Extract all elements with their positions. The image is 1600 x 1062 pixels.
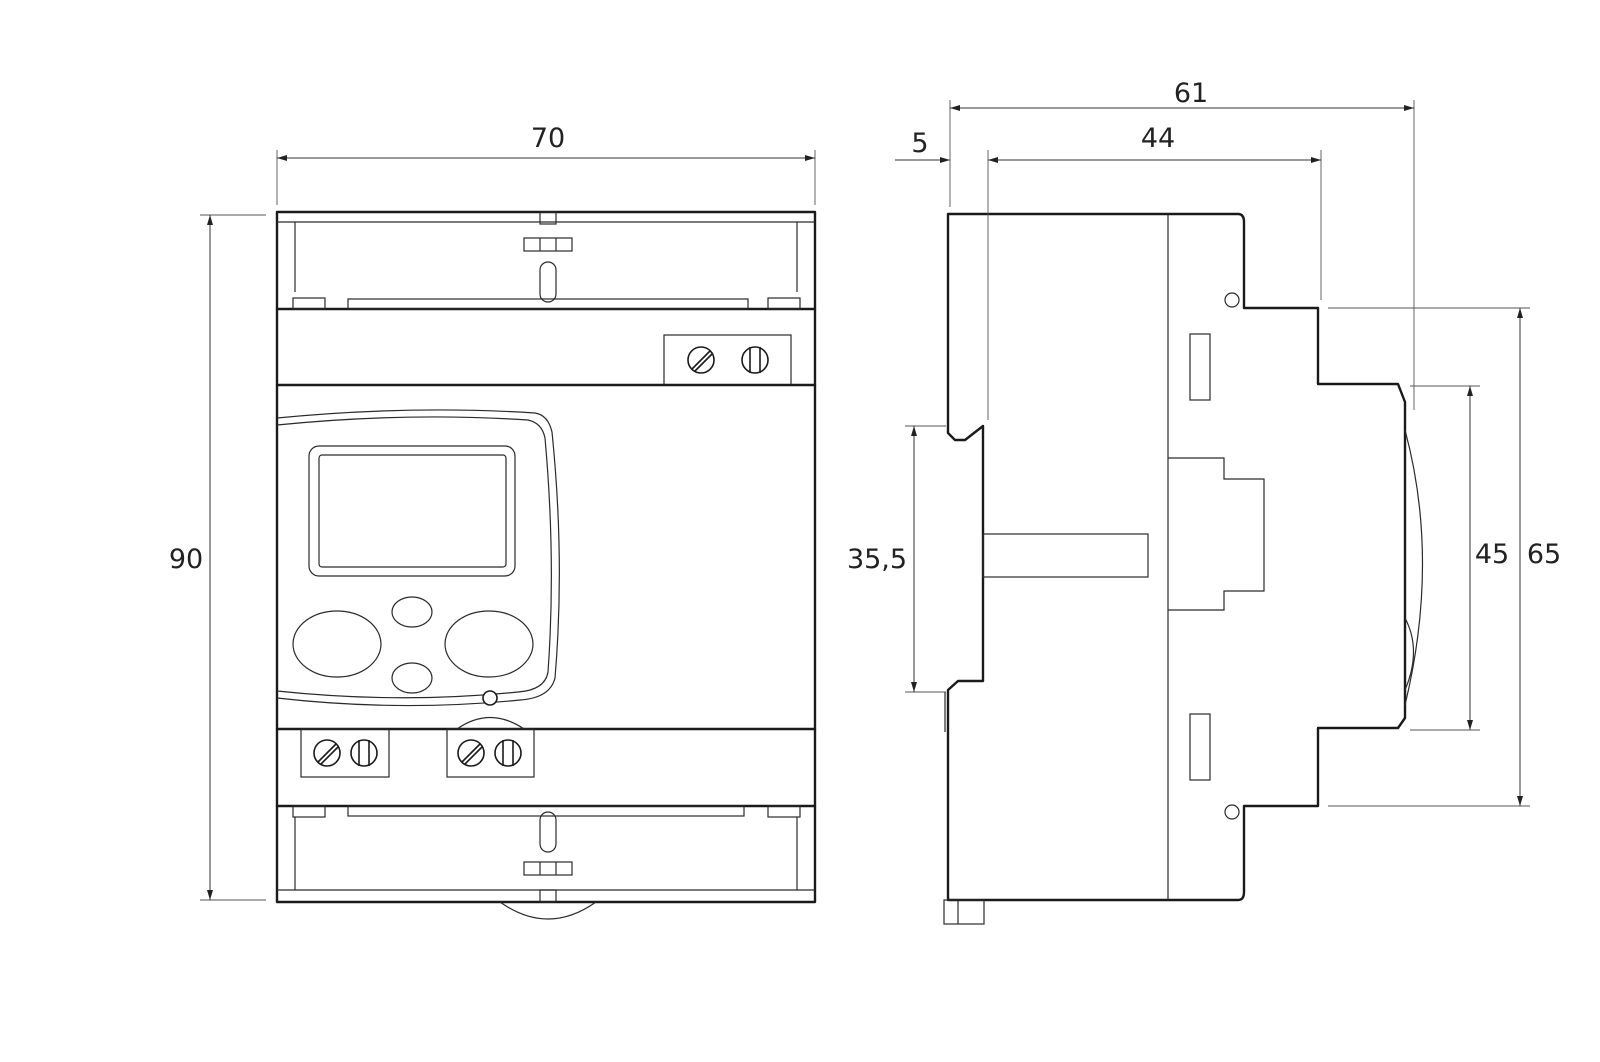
left-button [292, 610, 382, 678]
screw-icon [687, 346, 715, 374]
up-button [391, 596, 433, 628]
dim-label-front-height: 90 [169, 544, 203, 575]
down-button [391, 662, 433, 694]
dim-label-rail-height: 35,5 [847, 544, 907, 575]
screw-icon [350, 739, 378, 767]
right-button [444, 610, 534, 678]
display-screen [318, 454, 507, 568]
seal-hole-icon [482, 690, 498, 706]
dim-label-body-depth: 44 [1141, 123, 1175, 154]
front-view [275, 210, 817, 920]
dim-label-front-width: 70 [531, 123, 565, 154]
dim-label-face-height: 45 [1475, 539, 1509, 570]
dim-label-offset: 5 [911, 128, 928, 159]
side-view [943, 212, 1424, 925]
screw-icon [741, 346, 769, 374]
dim-label-total-depth: 61 [1174, 78, 1208, 109]
screw-icon [494, 739, 522, 767]
screw-icon [457, 739, 485, 767]
display-frame [308, 445, 516, 577]
dim-label-step-height: 65 [1527, 539, 1561, 570]
dimension-lines [200, 100, 1530, 901]
din-rail-section [982, 533, 1149, 578]
screw-icon [313, 739, 341, 767]
